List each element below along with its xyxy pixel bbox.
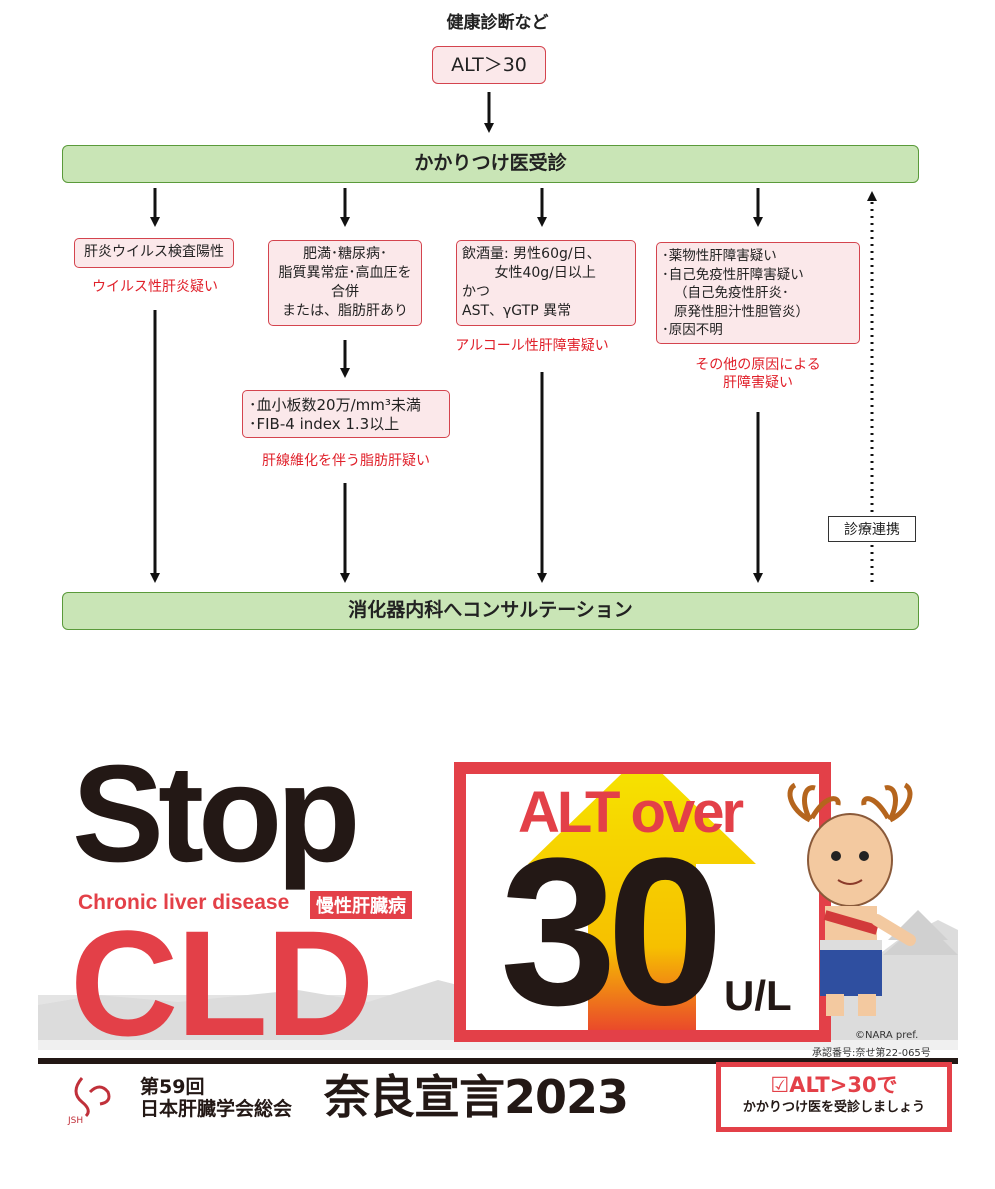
col2-sub-line: ･血小板数20万/mm³未満 — [249, 396, 421, 414]
col3-result: アルコール性肝障害疑い — [455, 338, 609, 354]
deer-mascot-icon — [787, 782, 916, 1016]
gastro-consult-bar: 消化器内科へコンサルテーション — [62, 592, 919, 630]
chronic-label: Chronic liver disease — [78, 891, 290, 914]
chronic-jp-badge: 慢性肝臓病 — [310, 891, 412, 919]
copyright: ©NARA pref. — [855, 1030, 919, 1041]
col4-result: その他の原因による 肝障害疑い — [658, 356, 858, 392]
col1-result: ウイルス性肝炎疑い — [92, 279, 218, 295]
cld-title: CLD — [70, 899, 374, 1067]
col4-box-line: ･原因不明 — [662, 322, 723, 338]
col4-result-line: 肝障害疑い — [723, 375, 793, 391]
cta-line-2: かかりつけ医を受診しましょう — [742, 1100, 926, 1115]
unit-label: U/L — [724, 972, 792, 1019]
banner-divider — [38, 1058, 958, 1064]
col4-box-line: （自己免疫性肝炎･ — [674, 285, 789, 301]
jsh-logo-icon — [74, 1077, 111, 1118]
col1-box-line: 肝炎ウイルス検査陽性 — [84, 244, 224, 260]
col3-condition-box: 飲酒量: 男性60g/日、 女性40g/日以上 かつ AST、γGTP 異常 — [456, 240, 636, 326]
approval-number: 承認番号:奈せ第22-065号 — [812, 1048, 931, 1059]
col2-sub-line: ･FIB-4 index 1.3以上 — [249, 415, 400, 433]
flow-heading: 健康診断など — [446, 13, 549, 33]
col4-box-line: ･自己免疫性肝障害疑い — [662, 266, 804, 283]
col3-box-line: AST、γGTP 異常 — [462, 303, 572, 319]
jsh-logo-text: JSH — [68, 1116, 84, 1126]
congress-name: 第59回 日本肝臓学会総会 — [140, 1076, 292, 1120]
nara-declaration: 奈良宣言2023 — [324, 1070, 629, 1124]
col2-box-line: 脂質異常症･高血圧を — [278, 265, 412, 281]
alt-over-text: ALT over — [518, 780, 744, 845]
thirty-value: 30 — [500, 814, 724, 1042]
stop-title: Stop — [72, 737, 361, 891]
col4-box-line: 原発性胆汁性胆管炎） — [674, 303, 809, 320]
col4-box-line: ･薬物性肝障害疑い — [662, 248, 777, 264]
primary-care-bar: かかりつけ医受診 — [62, 145, 919, 183]
alt-over-frame: ALT over 30 U/L — [454, 762, 831, 1042]
link-label-box: 診療連携 — [828, 516, 916, 542]
congress-line: 日本肝臓学会総会 — [140, 1098, 293, 1120]
col3-box-line: かつ — [462, 284, 490, 300]
col2-box-line: 合併 — [331, 284, 359, 300]
col4-result-line: その他の原因による — [695, 357, 821, 373]
cta-line-1: ☑ALT>30で — [770, 1073, 898, 1097]
col3-box-line: 飲酒量: 男性60g/日、 — [462, 246, 601, 262]
congress-line: 第59回 — [140, 1076, 205, 1098]
col2-box-line: 肥満･糖尿病･ — [303, 246, 387, 262]
col2-result: 肝線維化を伴う脂肪肝疑い — [262, 453, 430, 469]
alt-threshold-box: ALT＞30 — [432, 46, 546, 84]
col1-condition-box: 肝炎ウイルス検査陽性 — [74, 238, 234, 268]
col2-fibrosis-box: ･血小板数20万/mm³未満 ･FIB-4 index 1.3以上 — [242, 390, 450, 438]
col2-condition-box: 肥満･糖尿病･ 脂質異常症･高血圧を 合併 または、脂肪肝あり — [268, 240, 422, 326]
up-arrow-shape — [528, 774, 756, 1030]
col4-condition-box: ･薬物性肝障害疑い ･自己免疫性肝障害疑い （自己免疫性肝炎･ 原発性胆汁性胆管… — [656, 242, 860, 344]
col3-box-line: 女性40g/日以上 — [462, 265, 596, 281]
col2-box-line: または、脂肪肝あり — [282, 303, 408, 319]
cta-box: ☑ALT>30で かかりつけ医を受診しましょう — [716, 1062, 952, 1132]
